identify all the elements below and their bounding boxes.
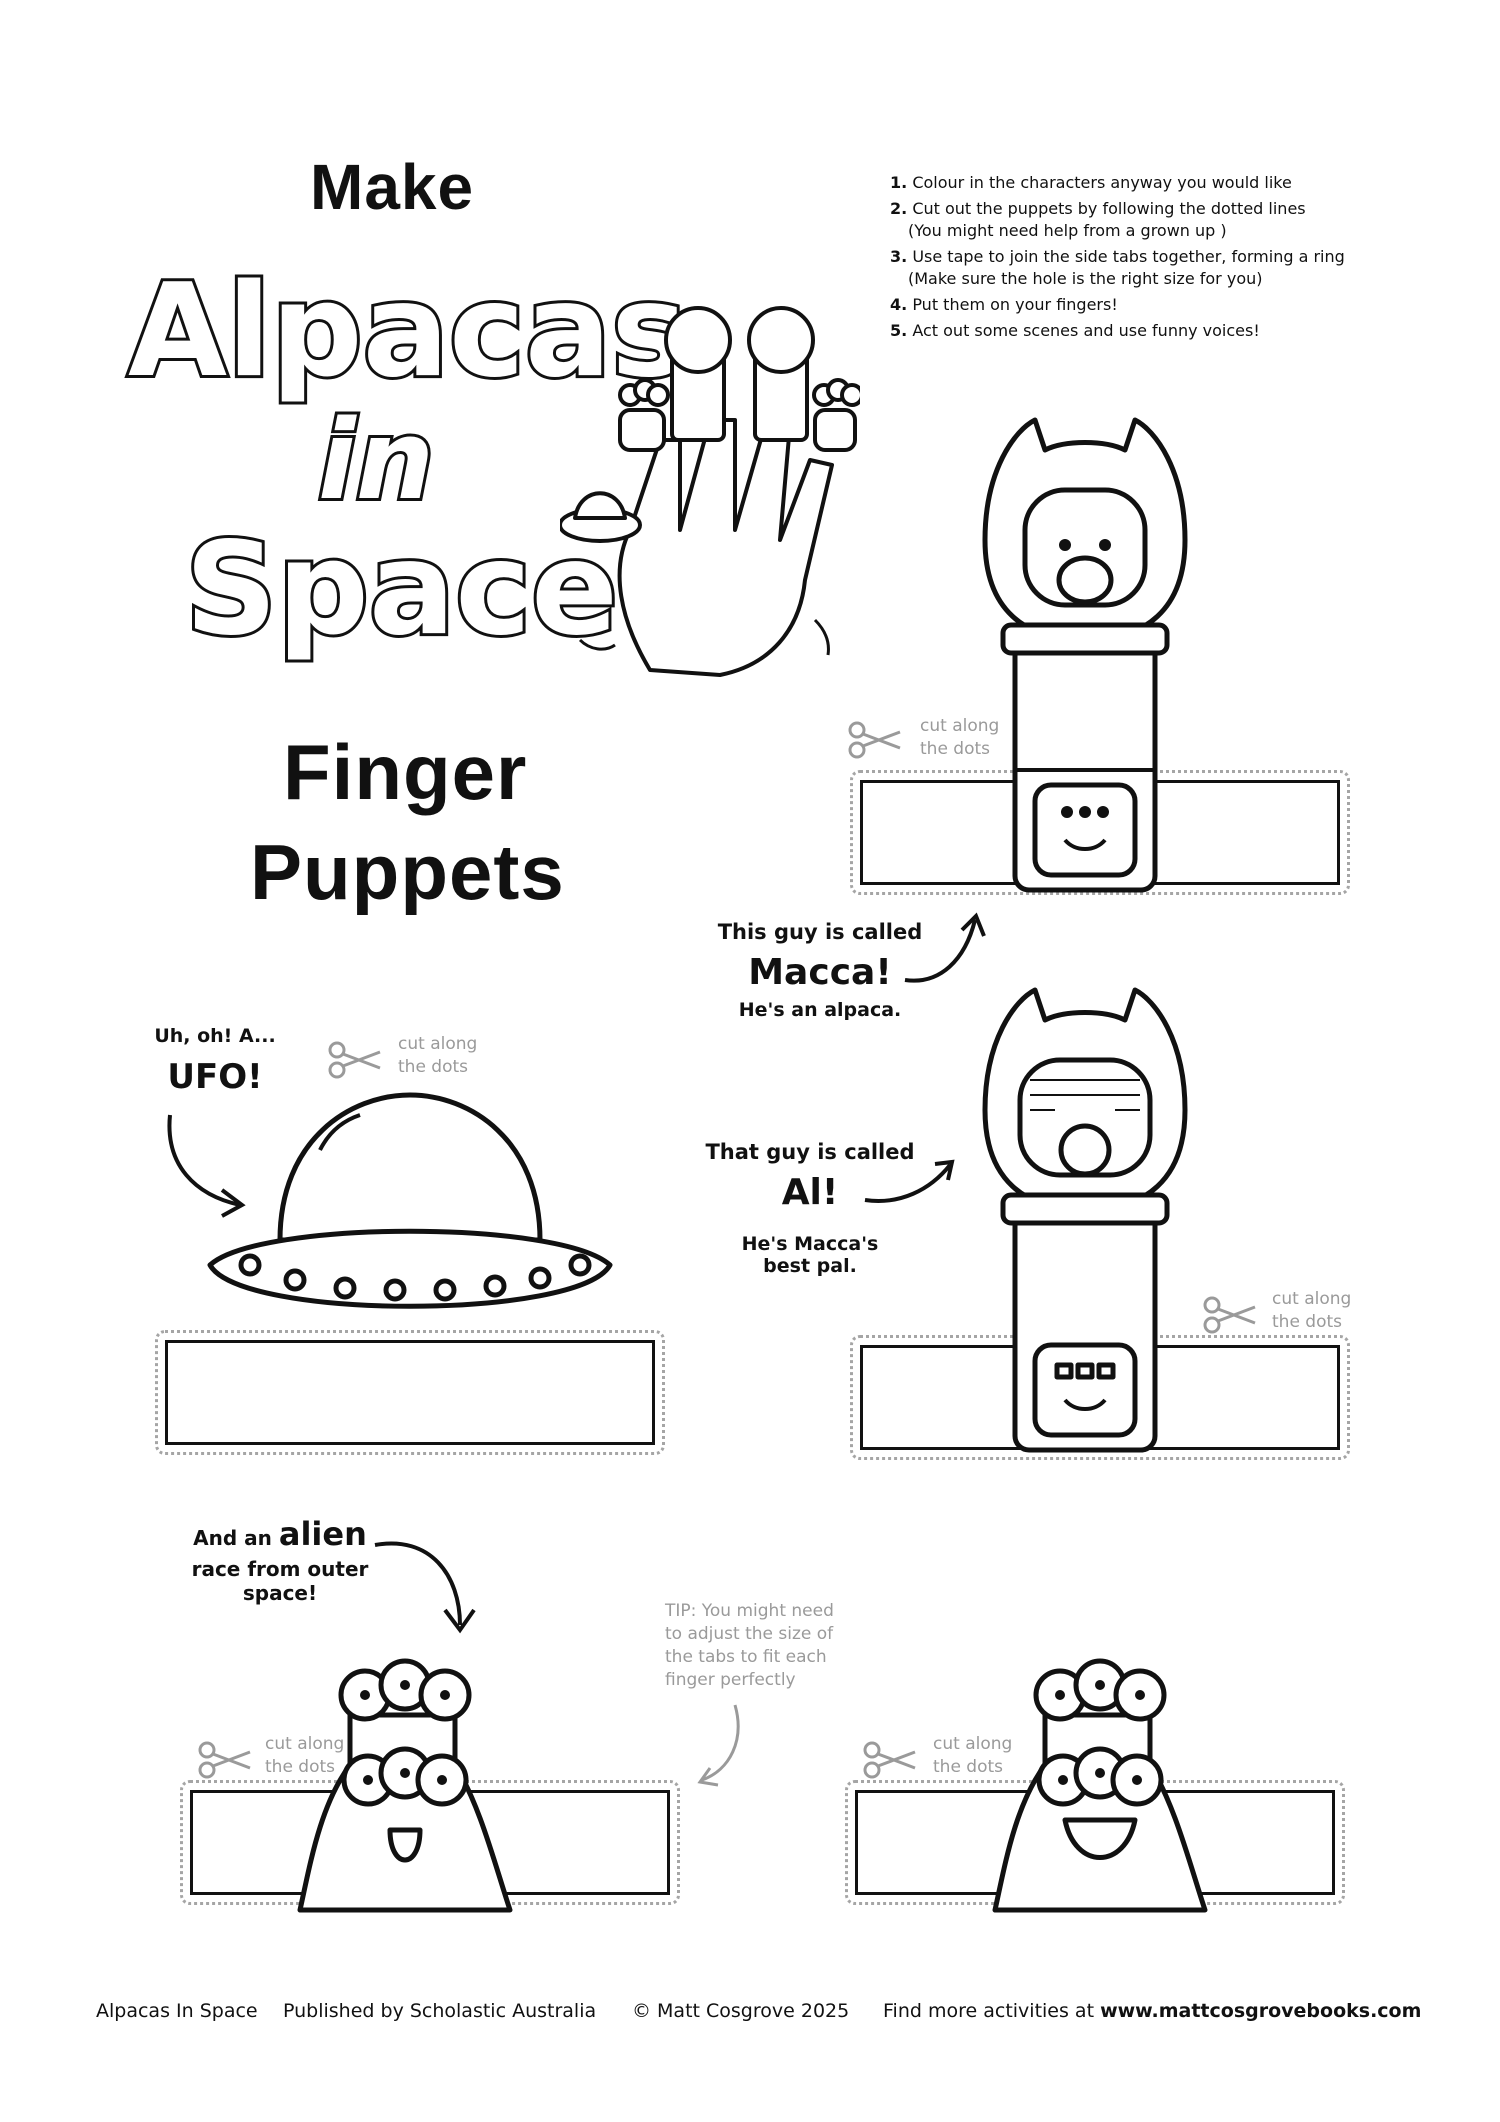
al-alpaca-astronaut-illustration — [982, 987, 1188, 1453]
title-in: in — [315, 396, 437, 524]
title-alpacas: Alpacas — [125, 257, 690, 406]
instruction-step: 2. Cut out the puppets by following the … — [890, 199, 1306, 240]
arrow-icon — [374, 1541, 476, 1634]
scissors-icon — [328, 1041, 381, 1079]
ufo-cut-outline — [155, 1330, 665, 1455]
scissors-icon — [863, 1741, 916, 1779]
macca-callout: This guy is called Macca! He's an alpaca… — [717, 920, 923, 1021]
scissors-icon — [1203, 1296, 1256, 1334]
title-make: Make — [310, 151, 475, 223]
footer-website-link[interactable]: www.mattcosgrovebooks.com — [1100, 2000, 1422, 2022]
footer-copyright: © Matt Cosgrove 2025 — [632, 2000, 850, 2022]
footer-publisher: Published by Scholastic Australia — [283, 2000, 597, 2022]
title-space: Space — [182, 515, 621, 664]
macca-alpaca-astronaut-illustration — [982, 417, 1188, 893]
subtitle-puppets: Puppets — [250, 828, 565, 916]
tip-arrow-icon — [697, 1704, 740, 1787]
ufo-callout: Uh, oh! A... UFO! — [154, 1025, 276, 1097]
alien-tongue-illustration — [297, 1658, 513, 1913]
subtitle-finger: Finger — [283, 728, 528, 816]
arrow-icon — [864, 1159, 955, 1203]
footer-find-more: Find more activities at www.mattcosgrove… — [883, 2000, 1422, 2022]
ufo-illustration — [207, 1092, 613, 1309]
instruction-step: 3. Use tape to join the side tabs togeth… — [890, 247, 1345, 288]
hand-with-puppets-illustration — [560, 306, 860, 677]
scissors-icon — [198, 1741, 251, 1779]
arrow-icon — [167, 1114, 246, 1218]
instructions-list: 1. Colour in the characters anyway you w… — [890, 172, 1410, 346]
arrow-icon — [904, 912, 986, 983]
al-callout: That guy is called Al! He's Macca's best… — [705, 1140, 915, 1277]
scissors-icon — [848, 721, 901, 759]
ufo-side-tab — [165, 1340, 655, 1445]
instruction-step: 4. Put them on your fingers! — [890, 295, 1118, 314]
instruction-step: 1. Colour in the characters anyway you w… — [890, 173, 1292, 192]
footer-book-title: Alpacas In Space — [96, 2000, 258, 2022]
alien-smiling-illustration — [992, 1658, 1208, 1913]
alien-callout: And an alien race from outer space! — [191, 1515, 369, 1605]
instruction-step: 5. Act out some scenes and use funny voi… — [890, 321, 1260, 340]
